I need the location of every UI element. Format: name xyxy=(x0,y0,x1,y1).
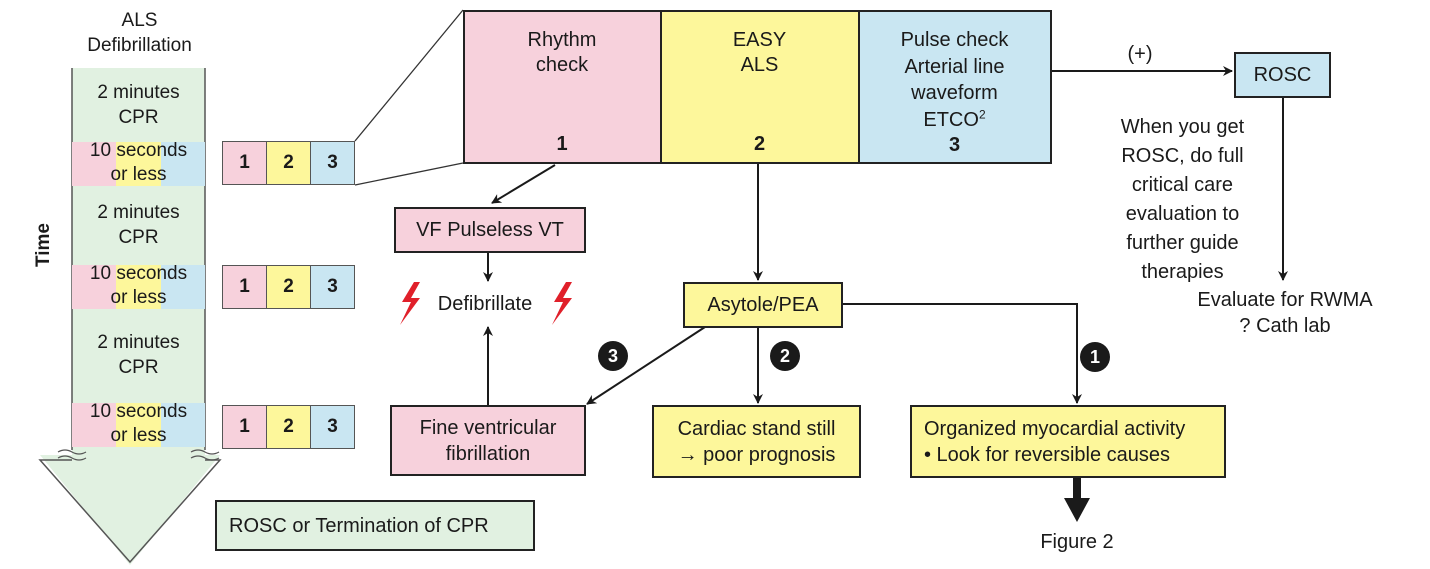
mini-step-2: 2 xyxy=(266,141,311,185)
check-band-1: 10 seconds or less xyxy=(72,140,205,186)
end-outcome-box: ROSC or Termination of CPR xyxy=(215,500,535,551)
step-rhythm-check-label: Rhythm check xyxy=(527,29,597,76)
zoom-line-bottom xyxy=(354,162,464,186)
arrow-to-vf xyxy=(491,164,556,204)
step-pulse-check: Pulse check Arterial line waveform ETCO2… xyxy=(858,10,1052,164)
time-axis-label: Time xyxy=(33,223,54,268)
rosc-box: ROSC xyxy=(1234,52,1331,98)
defibrillate-label: Defibrillate xyxy=(437,293,533,315)
step-number: 1 xyxy=(556,133,568,155)
timeline-title: ALS Defibrillation xyxy=(87,10,192,56)
step-number: 3 xyxy=(948,134,961,156)
break-mark-left xyxy=(57,449,87,461)
mini-step-1: 1 xyxy=(222,265,267,309)
cardiac-standstill-box: Cardiac stand still → poor prognosis xyxy=(652,405,861,478)
mini-step-3: 3 xyxy=(310,141,355,185)
zoom-line-top xyxy=(354,9,464,142)
fine-vf-box: Fine ventricular fibrillation xyxy=(390,405,586,476)
check-band-label: 10 seconds or less xyxy=(89,140,188,185)
lightning-bolt-icon xyxy=(400,282,420,325)
rosc-note: When you get ROSC, do full critical care… xyxy=(1120,116,1245,283)
mini-step-3: 3 xyxy=(310,265,355,309)
cpr-band-1: 2 minutes CPR xyxy=(97,82,180,128)
badge-1: 1 xyxy=(1080,342,1110,372)
badge-2: 2 xyxy=(770,341,800,371)
step-easy-als: EASY ALS 2 xyxy=(660,10,860,164)
check-band-2: 10 seconds or less xyxy=(72,263,205,309)
superscript: 2 xyxy=(978,106,986,121)
check-band-3: 10 seconds or less xyxy=(72,401,205,447)
mini-step-3: 3 xyxy=(310,405,355,449)
mini-step-2: 2 xyxy=(266,265,311,309)
check-band-label: 10 seconds or less xyxy=(89,401,188,446)
main-steps-box: Rhythm check 1 EASY ALS 2 Pulse check Ar… xyxy=(463,10,1052,164)
arrow-to-fine-vf xyxy=(586,326,706,405)
mini-step-2: 2 xyxy=(266,405,311,449)
arrow-to-organized xyxy=(842,303,1082,404)
evaluate-rwma: Evaluate for RWMA ? Cath lab xyxy=(1197,289,1373,337)
mini-step-1: 1 xyxy=(222,141,267,185)
asystole-pea-box: Asytole/PEA xyxy=(683,282,843,328)
step-easy-als-label: EASY ALS xyxy=(732,29,787,76)
mini-step-1: 1 xyxy=(222,405,267,449)
badge-3: 3 xyxy=(598,341,628,371)
cpr-band-2: 2 minutes CPR xyxy=(97,202,180,248)
organized-activity-box: Organized myocardial activity • Look for… xyxy=(910,405,1226,478)
figure-2-label: Figure 2 xyxy=(1040,531,1114,553)
step-number: 2 xyxy=(753,133,766,155)
break-mark-right xyxy=(190,449,220,461)
cpr-band-3: 2 minutes CPR xyxy=(97,332,180,378)
vf-pulseless-vt-box: VF Pulseless VT xyxy=(394,207,586,253)
step-pulse-check-label: Pulse check Arterial line waveform ETCO xyxy=(900,29,1009,131)
check-band-label: 10 seconds or less xyxy=(89,263,188,308)
arrow-to-figure2 xyxy=(1064,478,1090,522)
lightning-bolt-icon xyxy=(552,282,572,325)
positive-edge-label: (+) xyxy=(1127,43,1153,65)
step-rhythm-check: Rhythm check 1 xyxy=(463,10,662,164)
